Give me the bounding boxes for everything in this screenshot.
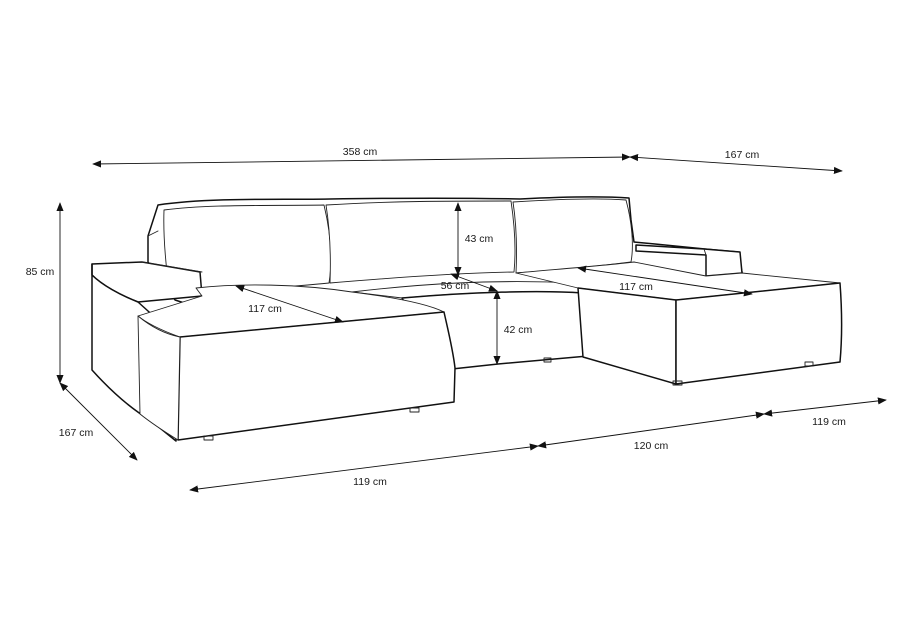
- dim-line-front-right: [763, 397, 887, 417]
- label-backrest-height: 43 cm: [465, 233, 494, 245]
- label-left-seat-length: 117 cm: [248, 303, 282, 315]
- back-cushion-right: [512, 198, 633, 274]
- label-seat-height: 42 cm: [504, 324, 533, 336]
- foot: [203, 435, 214, 441]
- dim-line-front-middle: [537, 411, 765, 449]
- dim-line-right-chaise-depth: [629, 153, 843, 175]
- label-right-seat-length: 117 cm: [619, 281, 653, 293]
- right-chaise-end: [675, 282, 843, 385]
- right-chaise-front: [577, 287, 677, 385]
- dimension-labels: 358 cm 167 cm 85 cm 167 cm 43 cm 56 cm 4…: [26, 146, 846, 488]
- left-chaise-front: [177, 311, 456, 441]
- foot: [672, 380, 683, 386]
- foot: [804, 361, 814, 367]
- dim-line-seat-depth: [450, 273, 498, 292]
- dimension-lines: [56, 153, 887, 493]
- dim-line-right-seat-length: [577, 265, 753, 297]
- foot: [543, 357, 552, 363]
- label-left-chaise-depth: 167 cm: [59, 427, 94, 439]
- label-front-left: 119 cm: [353, 476, 387, 488]
- dim-line-left-chaise-depth: [59, 382, 138, 461]
- label-height: 85 cm: [26, 266, 55, 278]
- label-seat-depth: 56 cm: [441, 280, 470, 292]
- label-right-chaise-depth: 167 cm: [725, 149, 760, 161]
- dim-line-front-left: [189, 443, 539, 493]
- dim-line-left-seat-length: [235, 285, 344, 323]
- dim-line-total-width: [92, 153, 631, 168]
- foot: [409, 407, 420, 413]
- label-front-middle: 120 cm: [634, 440, 669, 452]
- back-cushion-middle: [325, 200, 516, 284]
- label-total-width: 358 cm: [343, 146, 378, 158]
- label-front-right: 119 cm: [812, 416, 846, 428]
- left-chaise-side: [137, 315, 181, 441]
